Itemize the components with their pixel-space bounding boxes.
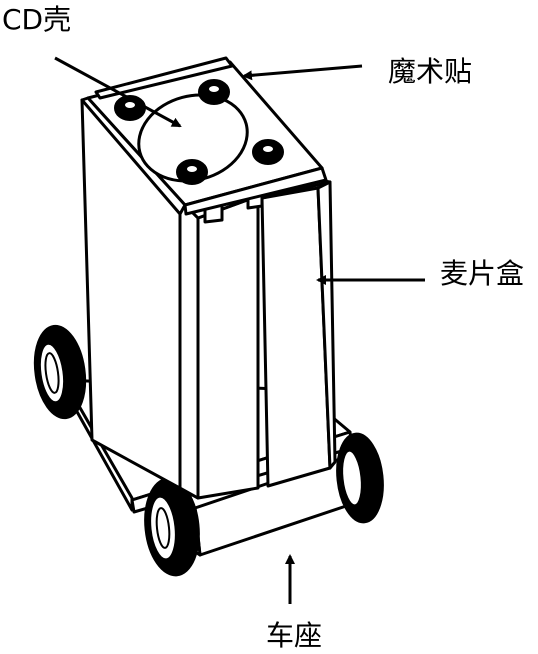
velcro-dot-2 xyxy=(198,79,230,105)
cereal-box-body xyxy=(80,98,337,500)
label-velcro: 魔术贴 xyxy=(388,55,473,88)
callout-arrows xyxy=(54,56,425,604)
wheel-front-left xyxy=(144,477,200,577)
label-base: 车座 xyxy=(266,619,323,652)
arrow-cd-case xyxy=(54,56,182,128)
label-cereal-box: 麦片盒 xyxy=(440,257,525,290)
velcro-dot-4 xyxy=(252,139,284,165)
wheel-back-left xyxy=(33,324,87,420)
velcro-dot-3 xyxy=(176,159,208,185)
label-cd-case: CD壳 xyxy=(2,3,72,36)
cd-case xyxy=(80,56,328,216)
wheels xyxy=(33,324,384,577)
arrow-velcro xyxy=(242,64,363,81)
wheel-front-right xyxy=(336,432,384,524)
velcro-dots xyxy=(114,79,284,185)
